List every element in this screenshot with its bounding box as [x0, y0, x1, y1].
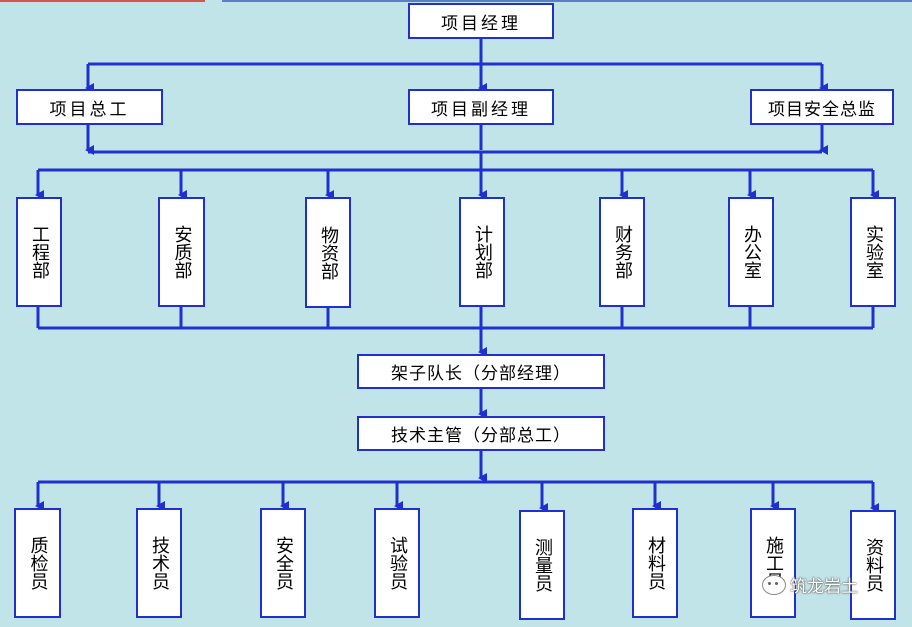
staff-box: 测量员 [519, 510, 565, 620]
watermark-text: 筑龙岩土 [790, 577, 858, 597]
staff-label: 测量员 [532, 538, 553, 592]
tech-supervisor-box: 技术主管（分部总工） [357, 416, 605, 451]
team-leader-label: 架子队长（分部经理） [391, 364, 571, 384]
team-leader-box: 架子队长（分部经理） [357, 354, 605, 389]
staff-label: 技术员 [149, 536, 170, 590]
staff-box: 材料员 [632, 508, 678, 618]
watermark: 筑龙岩土 [762, 572, 858, 597]
staff-box: 施工员 [750, 508, 796, 618]
department-box: 物资部 [305, 197, 351, 308]
department-label: 安质部 [171, 225, 193, 279]
department-label: 计划部 [472, 225, 493, 279]
staff-label: 试验员 [387, 536, 408, 590]
chief-engineer-box: 项目总工 [16, 89, 163, 125]
tech-supervisor-label: 技术主管（分部总工） [391, 426, 571, 446]
department-label: 财务部 [612, 225, 633, 279]
department-box: 财务部 [599, 197, 645, 307]
department-label: 物资部 [318, 225, 339, 280]
staff-box: 资料员 [850, 510, 896, 620]
staff-label: 安全员 [273, 536, 294, 590]
wechat-icon [762, 574, 786, 595]
staff-box: 技术员 [136, 508, 182, 618]
department-box: 安质部 [158, 197, 205, 307]
staff-box: 试验员 [374, 508, 420, 618]
department-box: 办公室 [728, 197, 774, 307]
staff-label: 质检员 [27, 536, 49, 590]
deputy-manager-label: 项目副经理 [431, 99, 531, 120]
deputy-manager-box: 项目副经理 [408, 89, 554, 125]
staff-label: 资料员 [863, 538, 884, 592]
project-manager-box: 项目经理 [408, 3, 554, 39]
safety-director-label: 项目安全总监 [768, 99, 876, 120]
top-accent-red [0, 0, 205, 2]
department-box: 实验室 [850, 197, 896, 307]
staff-label: 材料员 [645, 536, 666, 590]
department-box: 计划部 [459, 197, 505, 307]
department-label: 办公室 [741, 225, 762, 279]
top-accent-blue [222, 0, 912, 2]
chief-engineer-label: 项目总工 [49, 99, 130, 120]
department-label: 实验室 [863, 225, 884, 279]
department-box: 工程部 [16, 197, 62, 307]
staff-box: 安全员 [260, 508, 306, 618]
department-label: 工程部 [29, 225, 50, 279]
project-manager-label: 项目经理 [441, 13, 521, 34]
staff-box: 质检员 [14, 508, 61, 618]
safety-director-box: 项目安全总监 [750, 89, 894, 125]
